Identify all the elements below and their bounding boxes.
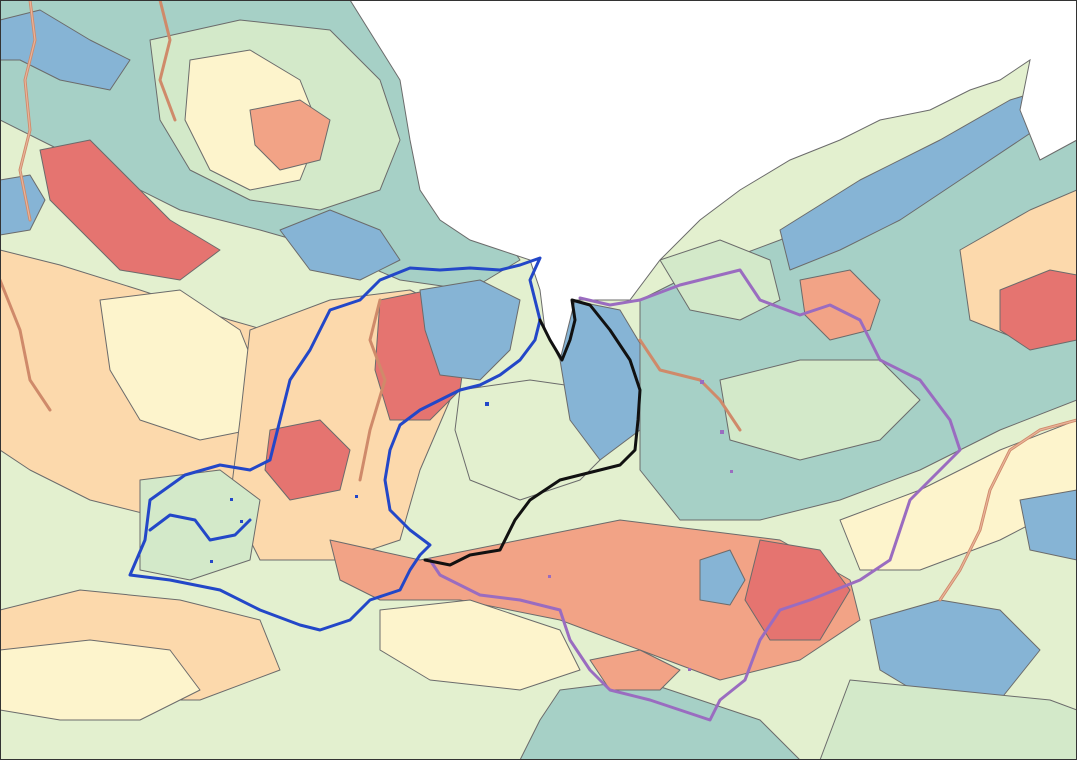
zone-east-green-north <box>659 239 781 321</box>
zone-south-red <box>744 539 851 641</box>
zone-central-salmon <box>264 419 351 501</box>
river-north <box>158 0 177 122</box>
river-east-coast-core <box>939 419 1077 601</box>
sea-gulf <box>349 0 1077 362</box>
boundary-markers <box>210 402 489 563</box>
marker <box>485 402 489 406</box>
zone-north-salmon <box>249 99 331 171</box>
marker <box>688 668 691 671</box>
east-markers <box>548 380 733 671</box>
zone-east-blue-south <box>869 599 1041 701</box>
zone-west-blue <box>0 174 46 236</box>
marker <box>720 430 724 434</box>
zone-north-blue <box>279 209 401 281</box>
marker <box>230 498 233 501</box>
marker <box>210 560 213 563</box>
marker <box>240 520 243 523</box>
zone-southwest-cream <box>0 639 201 721</box>
river-northwest-core <box>19 0 36 221</box>
marker <box>355 495 358 498</box>
zone-east-red <box>999 269 1077 351</box>
marker <box>730 470 733 473</box>
western-catchment-inner <box>148 513 252 542</box>
zone-east-blue-corner <box>1019 489 1077 561</box>
river-central <box>358 298 387 482</box>
zone-northwest-red <box>39 139 221 281</box>
river-west <box>0 278 52 412</box>
zone-east-green-mid <box>719 359 921 461</box>
zone-central-blue <box>419 279 521 381</box>
zone-south-blue <box>699 549 746 606</box>
zone-east-green-south <box>819 679 1077 760</box>
central-divide-boundary <box>423 298 642 567</box>
eastern-catchment-boundary <box>428 268 962 722</box>
western-catchment-boundary <box>128 256 542 632</box>
marker <box>548 575 551 578</box>
marker <box>700 380 704 384</box>
zone-center-blue <box>559 299 651 461</box>
zone-south-cream <box>379 599 581 691</box>
